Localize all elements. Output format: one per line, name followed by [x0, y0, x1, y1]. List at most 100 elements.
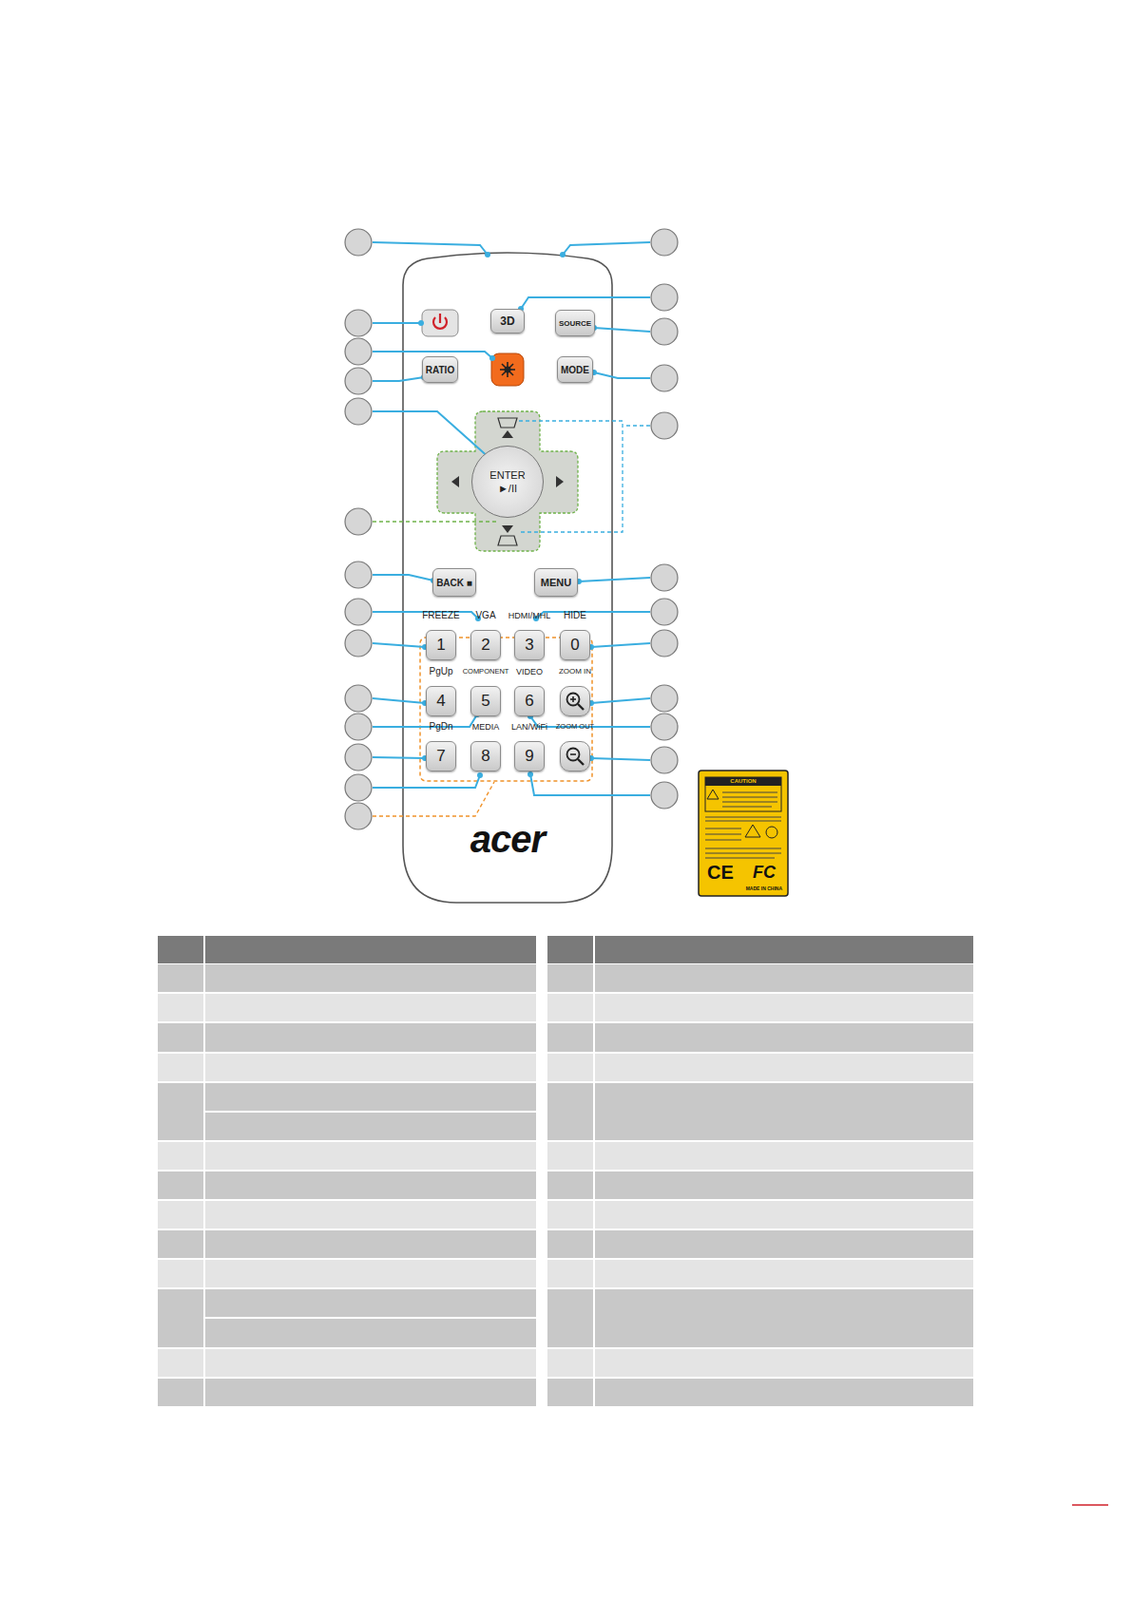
callout-circle — [651, 713, 678, 741]
callout-circle — [345, 367, 372, 395]
button-label: ►/II — [498, 481, 518, 496]
table-cell — [547, 964, 594, 993]
laser-button — [491, 353, 524, 386]
table-cell — [205, 1171, 537, 1200]
leader-line — [623, 424, 651, 426]
leader-line — [594, 372, 651, 379]
keypad-button: ZOOM IN — [553, 665, 597, 719]
table-cell — [205, 1289, 537, 1318]
table-cell — [205, 1260, 537, 1288]
leader-dot — [477, 772, 483, 779]
button-label: MENU — [540, 576, 572, 589]
leader-line — [372, 377, 424, 382]
leader-line — [520, 297, 651, 309]
key-face: 9 — [514, 741, 545, 772]
callout-circle — [651, 229, 678, 256]
keypad-button: VIDEO 6 — [507, 665, 552, 719]
key-digit: 4 — [436, 691, 445, 711]
down-arrow — [501, 525, 514, 534]
table-cell — [157, 1083, 204, 1141]
table-cell — [157, 1230, 204, 1259]
ce-mark: CE — [707, 863, 734, 883]
remote-button: RATIO — [422, 356, 459, 384]
table-cell — [594, 1054, 974, 1082]
callout-circle — [651, 630, 678, 657]
left-arrow — [451, 476, 460, 488]
callout-circle — [651, 284, 678, 311]
remote-button: MENU — [534, 568, 578, 597]
table-cell — [547, 1260, 594, 1288]
callout-circle — [345, 803, 372, 830]
leader-line — [372, 411, 490, 459]
leader-line — [372, 757, 425, 759]
callout-circle — [345, 508, 372, 536]
table-cell — [594, 1230, 974, 1259]
table-cell — [157, 1289, 204, 1348]
keypad-button: PgUp4 — [419, 665, 463, 719]
key-caption: ZOOM OUT — [556, 720, 595, 734]
callout-circle — [651, 782, 678, 809]
key-caption: MEDIA — [472, 720, 500, 734]
callout-circle — [345, 309, 372, 337]
laser-icon — [499, 362, 516, 378]
button-label: BACK ■ — [436, 577, 473, 589]
zoom-icon-lens — [567, 748, 580, 762]
key-caption: COMPONENT — [462, 665, 510, 679]
right-arrow — [556, 476, 564, 488]
key-face: 5 — [470, 686, 501, 717]
leader-line — [591, 758, 651, 761]
table-cell — [594, 936, 974, 964]
key-digit: 8 — [480, 747, 490, 767]
enter-button: ENTER►/II — [471, 445, 544, 519]
callout-circle — [345, 598, 372, 626]
table-cell — [205, 936, 537, 964]
leader-line — [372, 782, 495, 817]
d-pad — [437, 411, 578, 552]
remote-button: SOURCE — [555, 309, 595, 337]
keypad-button: HDMI/MHL 3 — [507, 609, 552, 663]
up-arrow — [501, 430, 514, 439]
key-digit: 3 — [524, 635, 534, 655]
table-cell — [205, 1230, 537, 1259]
leader-line — [591, 698, 651, 704]
table-cell — [547, 1201, 594, 1229]
leader-dot — [484, 251, 491, 258]
leader-line — [372, 714, 478, 728]
table-cell — [205, 1054, 537, 1082]
table-cell — [594, 1379, 974, 1407]
leader-dot — [489, 355, 496, 362]
table-cell — [547, 1379, 594, 1407]
laser-icon — [504, 366, 512, 374]
table-cell — [547, 1054, 594, 1082]
key-face: 6 — [514, 686, 545, 717]
table-cell — [157, 1171, 204, 1200]
table-cell — [157, 1142, 204, 1171]
table-cell — [157, 1260, 204, 1288]
button-label: RATIO — [425, 364, 455, 376]
table-cell — [594, 1083, 974, 1141]
table-cell — [205, 1319, 537, 1348]
callout-circle — [651, 747, 678, 774]
table-cell — [157, 1201, 204, 1229]
warning-icon — [745, 825, 761, 838]
key-face: 7 — [425, 741, 457, 772]
key-caption: VIDEO — [516, 665, 543, 679]
table-cell — [547, 1083, 594, 1141]
table-cell — [547, 936, 594, 964]
zoom-icon-lens — [567, 693, 580, 707]
keypad-button: VGA2 — [463, 609, 508, 663]
callout-circle — [345, 229, 372, 256]
brand-logo: acer — [470, 820, 545, 859]
key-digit: 5 — [480, 691, 490, 711]
leader-line — [372, 575, 434, 581]
remote-button: MODE — [556, 356, 594, 384]
keypad-button: ZOOM OUT — [553, 720, 597, 774]
key-caption: HDMI/MHL — [508, 609, 552, 623]
leader-line — [536, 612, 651, 619]
zoom-icon-sign — [572, 696, 575, 703]
leader-line — [372, 322, 422, 325]
table-cell — [594, 994, 974, 1022]
key-caption: LAN/WiFi — [511, 720, 548, 734]
callout-circle — [345, 774, 372, 802]
